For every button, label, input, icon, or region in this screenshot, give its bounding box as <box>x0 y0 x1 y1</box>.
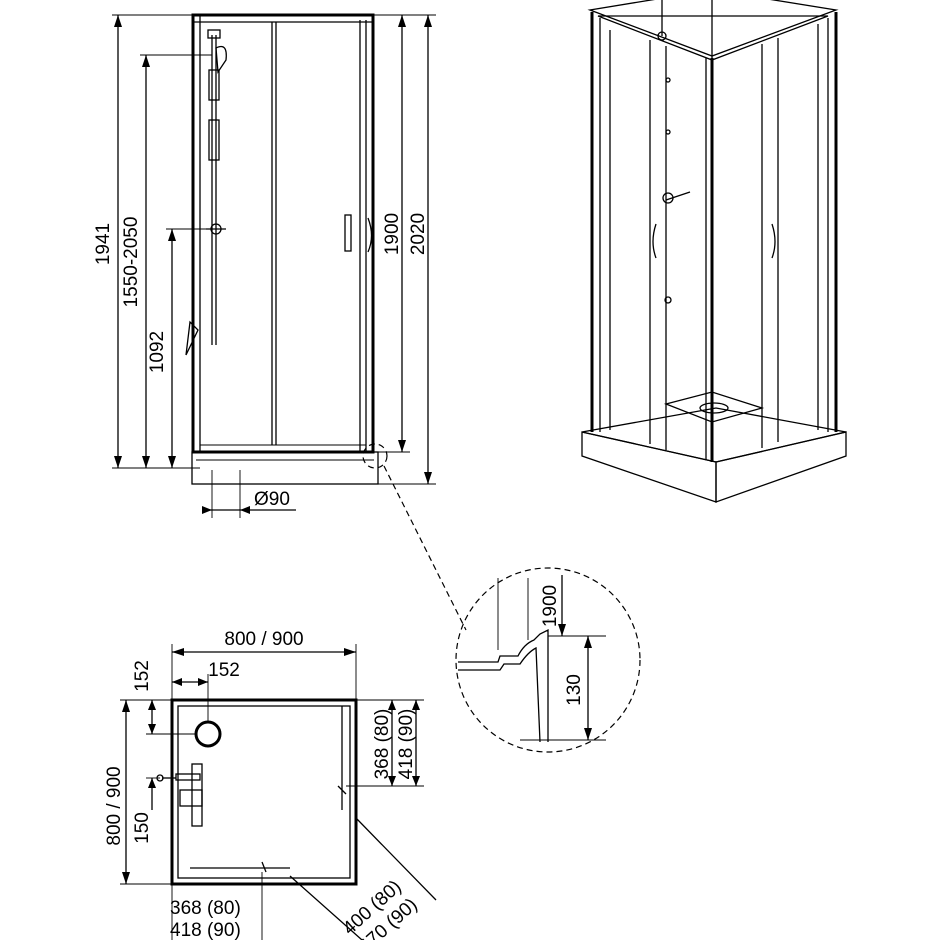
plan-mixer <box>191 763 203 827</box>
dim-1941: 1941 <box>93 223 114 265</box>
front-dims-left <box>112 14 212 469</box>
plan-dim-150: 150 <box>132 812 153 844</box>
front-dims-right <box>373 14 436 485</box>
iso-drain <box>699 402 729 414</box>
iso-handle-right <box>771 223 776 259</box>
dim-1092: 1092 <box>147 331 168 373</box>
shower-riser <box>185 29 227 356</box>
iso-top-frame <box>587 0 839 57</box>
dim-2020: 2020 <box>408 213 429 255</box>
door-handle <box>344 214 352 252</box>
plan-drain <box>194 720 222 748</box>
plan-view <box>156 698 358 886</box>
isometric-view <box>581 0 847 503</box>
detail-dim-1900: 1900 <box>540 585 561 627</box>
hand-shower-icon <box>185 320 199 356</box>
dim-1550-2050: 1550-2050 <box>121 217 142 308</box>
plan-dims <box>120 644 437 940</box>
door-handle-profile <box>367 217 373 253</box>
plan-dim-door-bottom-b: 418 (90) <box>170 920 241 940</box>
iso-mixer <box>665 191 691 201</box>
plan-dim-door-right-b: 418 (90) <box>396 709 417 780</box>
plan-dim-door-right-a: 368 (80) <box>372 709 393 780</box>
iso-handle-left <box>652 223 657 259</box>
tray-detail-view <box>455 567 641 753</box>
dim-drain-diameter: Ø90 <box>254 489 290 510</box>
detail-leader <box>362 443 467 631</box>
front-frame <box>191 13 375 454</box>
plan-dim-drain-x: 152 <box>208 660 240 681</box>
plan-dim-width: 800 / 900 <box>224 629 303 650</box>
plan-dim-depth: 800 / 900 <box>104 766 125 845</box>
drain-dimension <box>202 470 296 518</box>
plan-dim-door-bottom-a: 368 (80) <box>170 898 241 919</box>
plan-dim-drain-y: 152 <box>132 660 153 692</box>
detail-dim-130: 130 <box>564 674 585 706</box>
plan-outline <box>170 698 358 886</box>
iso-tray-top <box>581 407 847 463</box>
front-tray <box>191 451 379 485</box>
dim-1900: 1900 <box>382 213 403 255</box>
front-elevation: 1941 1550-2050 1092 1900 2020 Ø90 <box>93 13 436 518</box>
